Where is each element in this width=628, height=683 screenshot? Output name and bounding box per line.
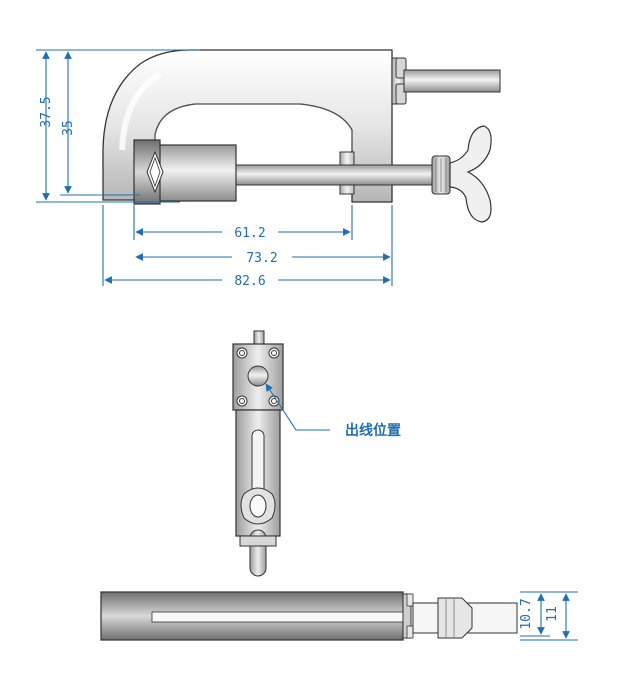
pad-diamond-mark bbox=[146, 150, 164, 194]
screw-rod bbox=[233, 164, 433, 186]
dim-label-10-7: 10.7 bbox=[519, 598, 534, 629]
cable-exit-hole bbox=[247, 365, 269, 387]
clamp-pad-block bbox=[157, 144, 237, 202]
cable-exit-callout bbox=[265, 383, 330, 431]
dim-label-35: 35 bbox=[61, 120, 76, 136]
dim-label-37-5: 37.5 bbox=[39, 96, 54, 127]
mounting-bar bbox=[403, 69, 501, 93]
cable-exit-label: 出线位置 bbox=[345, 422, 401, 439]
frame-inner-edge bbox=[154, 103, 353, 200]
bottom-view bbox=[100, 591, 518, 641]
dim-label-73-2: 73.2 bbox=[246, 251, 277, 266]
dim-label-61-2: 61.2 bbox=[234, 226, 265, 241]
side-view bbox=[102, 49, 501, 223]
top-stub bbox=[253, 330, 265, 345]
bottom-view-dimensions bbox=[520, 591, 578, 641]
top-view bbox=[232, 330, 284, 577]
bottom-wing-nut bbox=[437, 597, 473, 639]
frame-highlight bbox=[119, 71, 162, 151]
dim-label-11: 11 bbox=[545, 606, 560, 622]
dim-label-82-6: 82.6 bbox=[234, 274, 265, 289]
wing-nut bbox=[449, 125, 492, 223]
